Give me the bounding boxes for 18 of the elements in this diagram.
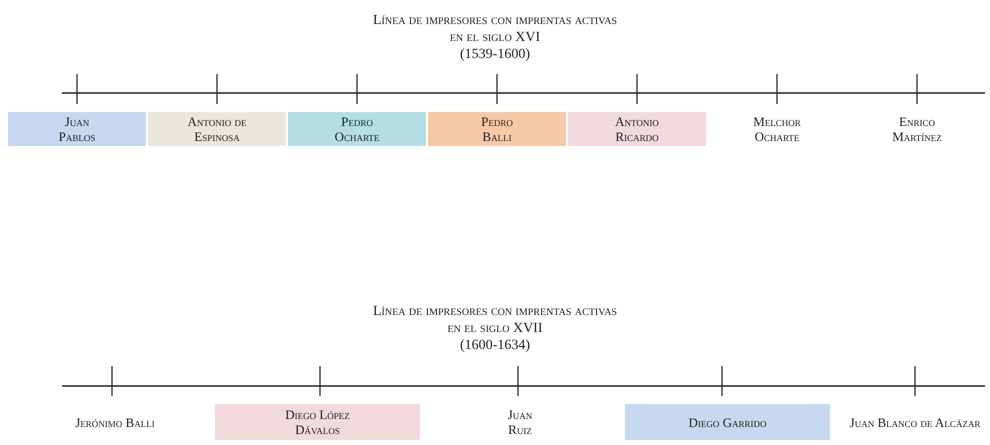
printer-name-box: Diego Garrido xyxy=(625,404,830,440)
timeline-heading: Línea de impresores con imprentas activas xyxy=(372,12,618,29)
printer-name-box: Diego López Dávalos xyxy=(215,404,420,440)
printer-name: Jerónimo Balli xyxy=(50,404,180,440)
printer-name: Melchor Ocharte xyxy=(708,112,846,146)
printer-name-box: Pedro Balli xyxy=(428,112,566,146)
printer-name: Enrico Martínez xyxy=(848,112,986,146)
timeline-heading: en el siglo XVI xyxy=(448,29,542,46)
printer-name-box: Juan Pablos xyxy=(8,112,146,146)
printer-name-box: Antonio Ricardo xyxy=(568,112,706,146)
printer-name-box: Pedro Ocharte xyxy=(288,112,426,146)
printer-name-box: Antonio de Espinosa xyxy=(148,112,286,146)
timeline-heading: en el siglo XVII xyxy=(446,320,544,337)
timeline-heading: Línea de impresores con imprentas activas xyxy=(372,303,618,320)
printer-name: Juan Ruiz xyxy=(455,404,585,440)
printer-name: Juan Blanco de Alcázar xyxy=(845,404,985,440)
date-range: (1539-1600) xyxy=(459,46,531,63)
date-range: (1600-1634) xyxy=(459,337,531,354)
